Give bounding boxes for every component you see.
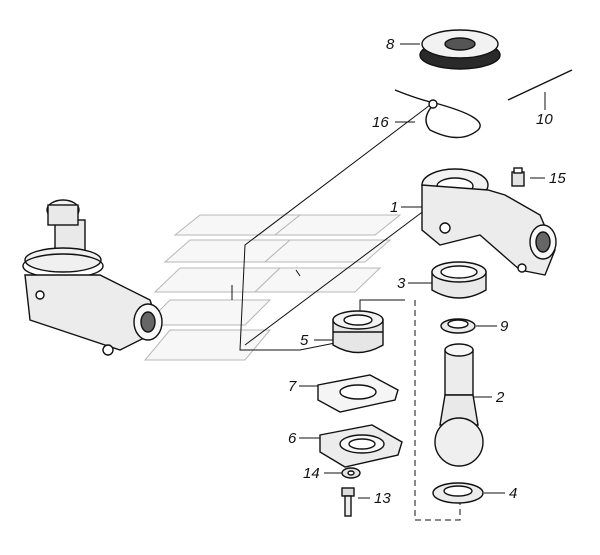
assembled-tie-rod-end xyxy=(22,199,163,356)
callout-labels: 8 16 10 1 15 3 5 9 2 7 6 14 13 4 xyxy=(288,36,566,507)
seal-part xyxy=(332,310,384,354)
bushing-part xyxy=(431,261,487,299)
cover-part xyxy=(319,424,403,468)
watermark-logo xyxy=(143,214,402,361)
part-label-14: 14 xyxy=(303,465,320,482)
ball-pin-part xyxy=(434,343,484,467)
part-label-13: 13 xyxy=(374,490,391,507)
part-label-15: 15 xyxy=(549,170,566,187)
bolt-part xyxy=(341,487,355,517)
clamp-band-part xyxy=(394,89,481,139)
part-label-5: 5 xyxy=(300,332,309,349)
part-label-16: 16 xyxy=(372,114,389,131)
housing-part xyxy=(421,168,557,276)
cup-part xyxy=(440,318,476,334)
part-label-2: 2 xyxy=(495,389,505,406)
part-label-6: 6 xyxy=(288,430,297,447)
part-label-4: 4 xyxy=(509,485,517,502)
ring-part xyxy=(432,482,484,504)
part-label-3: 3 xyxy=(397,275,406,292)
part-label-9: 9 xyxy=(500,318,509,335)
part-label-1: 1 xyxy=(390,199,398,216)
part-label-10: 10 xyxy=(536,111,553,128)
leader-lines xyxy=(299,43,546,499)
gasket-part xyxy=(317,374,399,413)
part-label-8: 8 xyxy=(386,36,395,53)
cotter-pin-part xyxy=(507,69,573,101)
part-label-7: 7 xyxy=(288,378,297,395)
washer-part xyxy=(341,467,361,479)
grease-fitting-part xyxy=(511,167,525,187)
boot-part xyxy=(419,29,501,70)
